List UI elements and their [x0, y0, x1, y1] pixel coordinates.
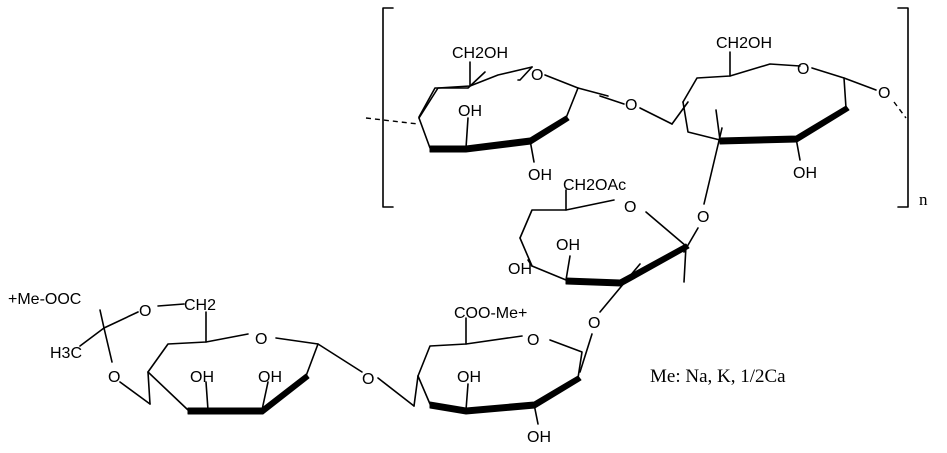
- ring-3-mannose: [519, 189, 690, 287]
- left-bracket: [382, 7, 394, 208]
- link-o-ring3-ring4: O: [588, 315, 600, 332]
- ring4-oh-lower: OH: [527, 429, 551, 446]
- ring-2-glucose: [671, 51, 877, 161]
- ring3-o: O: [624, 199, 636, 216]
- link-o-ring2-ring3: O: [697, 209, 709, 226]
- ring4-coo-me: COO-Me+: [454, 305, 527, 322]
- chain-continuation-right: [893, 101, 907, 119]
- link-o-ring4-ring5: O: [362, 371, 374, 388]
- ring1-oh-upper: OH: [458, 103, 482, 120]
- ring1-oh-lower: OH: [528, 167, 552, 184]
- ring-5-pyruvated-mannose: [147, 311, 319, 415]
- ring2-o-right: O: [878, 85, 890, 102]
- bond-o45-ring5: [317, 343, 363, 373]
- pyruvate-o-lower: O: [108, 369, 120, 386]
- ring3-oh-lower: OH: [508, 261, 532, 278]
- bond-ring3-o34: [599, 263, 641, 313]
- ring4-oh-upper: OH: [457, 369, 481, 386]
- ring-1-glucose: [418, 61, 609, 163]
- repeat-subscript-n: n: [919, 190, 928, 209]
- bond-o12-left: [599, 95, 625, 105]
- right-bracket: [897, 7, 909, 208]
- chain-continuation-left: [365, 117, 419, 125]
- ring-4-glucuronate: [413, 317, 583, 425]
- ring3-oh-upper: OH: [556, 237, 580, 254]
- ring1-ch2oh: CH2OH: [452, 45, 508, 62]
- ring5-ch2: CH2: [184, 297, 216, 314]
- ring3-ch2oac: CH2OAc: [563, 177, 626, 194]
- pyruvate-h3c: H3C: [50, 345, 82, 362]
- bond-o34-ring4: [579, 333, 593, 373]
- link-o-ring1-ring2: O: [625, 97, 637, 114]
- ring1-o: O: [531, 67, 543, 84]
- pyruvate-coo-me: +Me-OOC: [8, 291, 81, 308]
- ring5-o: O: [255, 331, 267, 348]
- pyruvate-ketal: [79, 303, 185, 405]
- ring5-oh-2: OH: [258, 369, 282, 386]
- bond-o45-ring4: [377, 377, 415, 407]
- bond-ring2-o23: [703, 127, 723, 205]
- bond-o12-right: [639, 107, 673, 125]
- ring4-o: O: [527, 332, 539, 349]
- ring2-oh: OH: [793, 165, 817, 182]
- pyruvate-o-upper: O: [139, 303, 151, 320]
- counterion-legend: Me: Na, K, 1/2Ca: [650, 366, 786, 387]
- ring2-ch2oh: CH2OH: [716, 35, 772, 52]
- ring2-o: O: [797, 61, 809, 78]
- ring5-oh-1: OH: [190, 369, 214, 386]
